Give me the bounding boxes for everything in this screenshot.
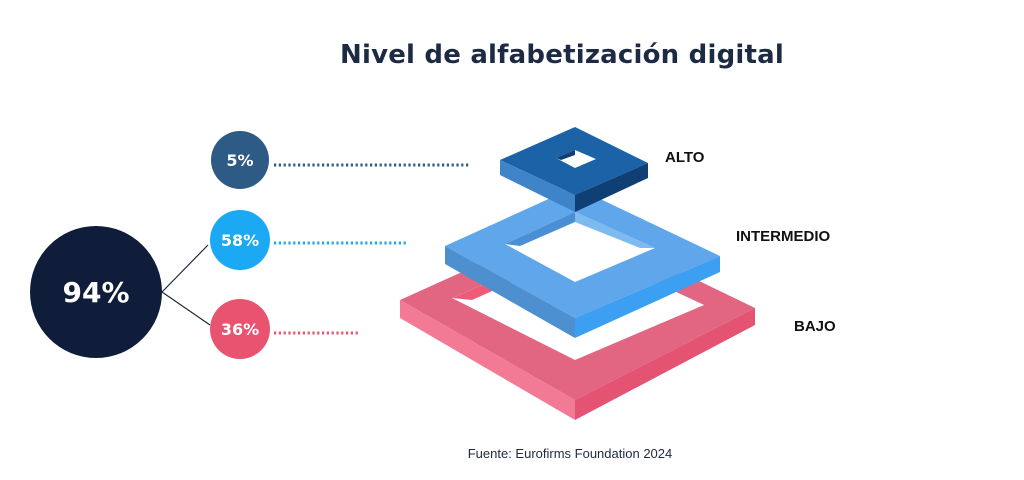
connector-line-intermediate	[161, 244, 209, 293]
source-note: Fuente: Eurofirms Foundation 2024	[467, 446, 673, 461]
level-label-low: BAJO	[794, 318, 836, 335]
chart-title: Nivel de alfabetización digital	[340, 40, 784, 70]
level-label-high: ALTO	[665, 149, 705, 166]
pct-value-high: 5%	[226, 151, 253, 170]
pct-value-intermediate: 58%	[221, 231, 259, 250]
total-circle	[30, 226, 162, 358]
pct-circle-low	[210, 299, 270, 359]
connector-line-low	[161, 291, 211, 326]
pct-circle-high	[211, 131, 269, 189]
level-label-intermediate: INTERMEDIO	[736, 228, 831, 245]
pct-circle-intermediate	[210, 210, 270, 270]
pct-value-low: 36%	[221, 320, 259, 339]
total-value: 94%	[62, 276, 129, 309]
tier-intermediate	[445, 187, 720, 338]
tier-high	[500, 127, 648, 212]
